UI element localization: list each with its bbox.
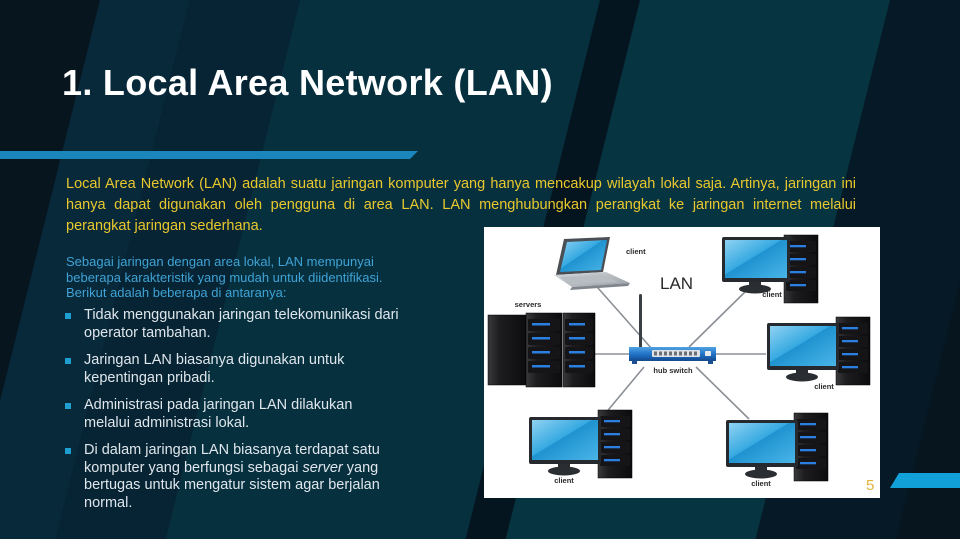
servers-rack: servers — [487, 300, 596, 388]
intro-paragraph: Local Area Network (LAN) adalah suatu ja… — [66, 176, 856, 234]
bullet-square-icon — [65, 403, 71, 409]
laptop-client: client — [554, 237, 646, 290]
svg-text:client: client — [554, 476, 574, 485]
list-item-emphasis: server — [302, 459, 343, 476]
bullet-square-icon — [65, 313, 71, 319]
hub-switch: hub switch LAN — [629, 274, 716, 375]
client-top-right: client — [722, 234, 819, 304]
list-item: Di dalam jaringan LAN biasanya terdapat … — [62, 442, 402, 512]
list-item: Administrasi pada jaringan LAN dilakukan… — [62, 397, 402, 432]
svg-text:client: client — [814, 382, 834, 391]
bullet-square-icon — [65, 448, 71, 454]
client-bottom-left: client — [529, 409, 633, 485]
client-bottom-right: client — [726, 412, 829, 488]
svg-text:client: client — [626, 247, 646, 256]
svg-text:client: client — [751, 479, 771, 488]
characteristics-list: Tidak menggunakan jaringan telekomunikas… — [62, 307, 402, 522]
list-item-label: Administrasi pada jaringan LAN dilakukan… — [84, 397, 353, 431]
characteristics-intro: Sebagai jaringan dengan area lokal, LAN … — [66, 254, 383, 300]
svg-text:LAN: LAN — [660, 274, 693, 293]
client-right: client — [767, 316, 871, 391]
bullet-square-icon — [65, 358, 71, 364]
list-item-text-after: yang bertugas untuk mengatur sistem agar… — [84, 459, 380, 511]
title-underline-bar — [0, 151, 418, 159]
network-diagram: servers client — [484, 227, 880, 498]
list-item-label: Tidak menggunakan jaringan telekomunikas… — [84, 307, 399, 341]
list-item: Jaringan LAN biasanya digunakan untuk ke… — [62, 352, 402, 387]
list-item: Tidak menggunakan jaringan telekomunikas… — [62, 307, 402, 342]
svg-text:hub switch: hub switch — [653, 366, 693, 375]
page-title: 1. Local Area Network (LAN) — [62, 62, 553, 103]
lan-topology-image: servers client — [484, 227, 880, 498]
page-number: 5 — [866, 477, 875, 494]
accent-bar — [890, 473, 960, 488]
svg-text:client: client — [762, 290, 782, 299]
list-item-text-before: Di dalam jaringan LAN biasanya terdapat … — [84, 442, 380, 476]
list-item-label: Jaringan LAN biasanya digunakan untuk ke… — [84, 352, 345, 386]
svg-text:servers: servers — [515, 300, 542, 309]
